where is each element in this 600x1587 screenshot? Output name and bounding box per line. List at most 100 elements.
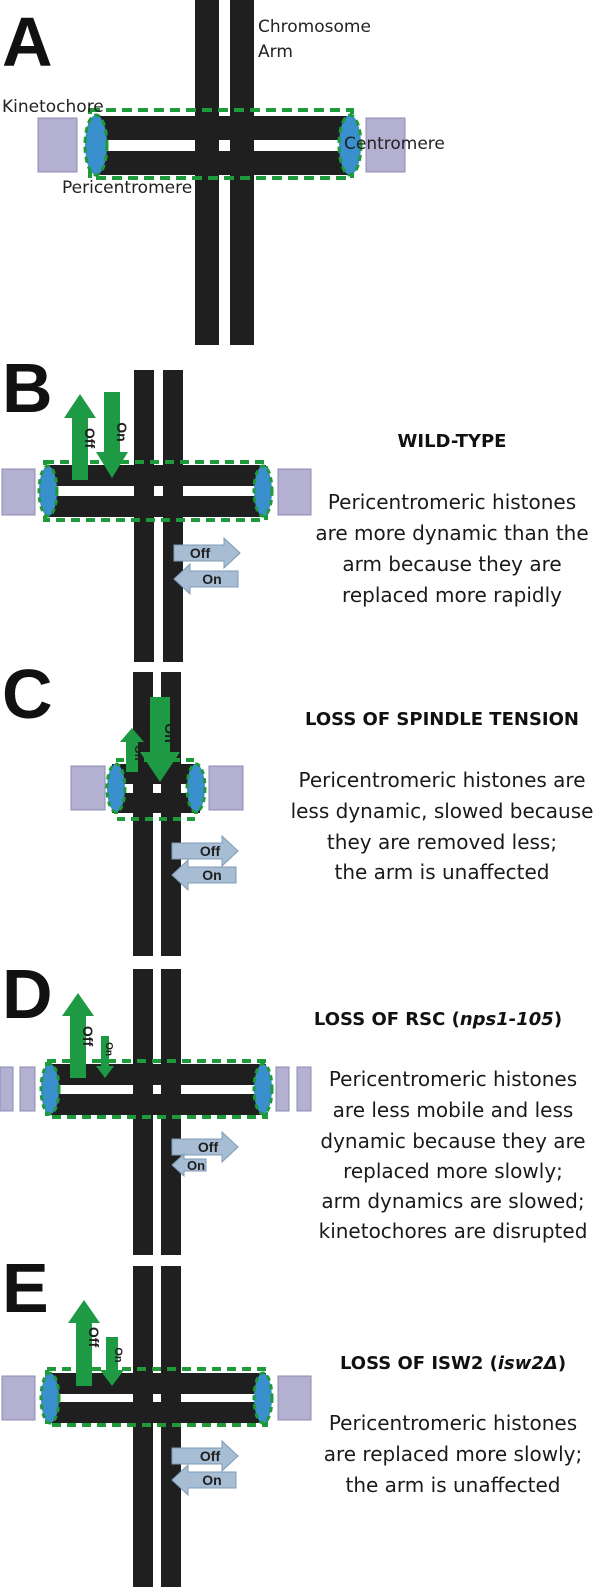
kinetochore-left [1,1375,36,1421]
chromosome-arm-label-line2: Arm [258,42,293,62]
panel-a: A Chromosome Arm Kinetochore Centromere … [2,0,445,345]
panel-b-description-line: Pericentromeric histones [328,490,576,514]
kinetochore-right [277,468,312,516]
arm-on-arrow [171,858,237,892]
panel-c: C Off On Off On LOSS OF SPINDLE TENSION … [2,655,593,956]
kinetochore-right-fragment [296,1066,312,1112]
panel-e-description-line: the arm is unaffected [345,1473,560,1497]
panel-b-description-line: are more dynamic than the [315,521,588,545]
pericentromere-bottom-chromatid [50,1402,266,1423]
panel-d-description-line: kinetochores are disrupted [319,1219,588,1243]
pericentromere-off-arrow [62,993,94,1078]
arm-off-label: Off [200,1448,221,1464]
panel-d-description-line: are less mobile and less [333,1098,574,1122]
pericentromere-off-arrow [68,1300,100,1386]
panel-a-letter: A [2,3,53,81]
panel-b-description-line: replaced more rapidly [342,583,562,607]
panel-d-description-line: arm dynamics are slowed; [321,1189,584,1213]
pericentromere-off-label: Off [82,428,98,449]
arm-on-label: On [202,1472,221,1488]
panel-e-description-line: are replaced more slowly; [324,1442,583,1466]
centromere-left [39,1062,61,1116]
arm-off-arrow [173,536,241,570]
arm-off-label: Off [200,843,221,859]
panel-d-letter: D [2,955,53,1033]
pericentromere-off-arrow [120,728,144,772]
pericentromere-off-arrow [64,394,96,480]
centromere-right [185,762,207,814]
arm-off-label: Off [198,1139,219,1155]
pericentromere-top-chromatid [98,116,353,140]
pericentromere-on-label: On [112,1347,124,1363]
panel-c-description-line: they are removed less; [327,830,557,854]
panel-e-description-line: Pericentromeric histones [329,1411,577,1435]
pericentromere-on-label: On [114,422,130,441]
panel-b: B Off On Off On WILD-TYPE Pericentromeri… [1,349,589,662]
pericentromere-on-arrow [100,1337,124,1386]
centromere-left [105,762,127,814]
arm-on-label: On [202,867,221,883]
pericentromere-on-label: On [162,723,178,742]
pericentromere-label: Pericentromere [62,178,192,198]
panel-e-letter: E [2,1249,49,1327]
arm-off-label: Off [190,545,211,561]
arm-on-label: On [202,571,221,587]
kinetochore-label: Kinetochore [2,97,104,117]
pericentromere-bottom-chromatid [112,793,200,813]
kinetochore-right [208,765,244,811]
panel-d-description-line: dynamic because they are [320,1129,585,1153]
pericentromere-on-arrow [96,392,128,478]
pericentromere-on-arrow [140,697,180,782]
panel-c-letter: C [2,655,53,733]
pericentromere-top-chromatid [50,1373,266,1394]
centromere-right [252,464,274,518]
pericentromere-top-chromatid [48,465,266,486]
pericentromere-bottom-chromatid [98,151,353,175]
panel-c-heading: LOSS OF SPINDLE TENSION [305,709,579,730]
pericentromere-off-label: Off [80,1026,96,1047]
panel-d: D Off On Off On LOSS OF RSC (nps1-105) P… [0,955,587,1255]
centromere-right [337,113,363,177]
arm-off-arrow [171,834,239,868]
panel-c-description-line: the arm is unaffected [334,860,549,884]
panel-d-description-line: Pericentromeric histones [329,1067,577,1091]
centromere-left [37,464,59,518]
kinetochore-left [1,468,36,516]
panel-b-description-line: arm because they are [342,552,561,576]
kinetochore-left [37,117,78,173]
panel-d-heading: LOSS OF RSC (nps1-105) [314,1009,562,1030]
arm-on-arrow [173,562,239,596]
panel-e-heading: LOSS OF ISW2 (isw2Δ) [340,1353,566,1374]
panel-c-description-line: Pericentromeric histones are [298,768,585,792]
centromere-right [252,1062,274,1116]
arm-off-arrow [171,1130,239,1164]
chromosome-arm-right-chromatid [161,1266,181,1587]
panel-b-letter: B [2,349,53,427]
kinetochore-right [365,117,406,173]
chromosome-arm-label-line1: Chromosome [258,17,371,37]
arm-off-arrow [171,1439,239,1473]
arm-on-arrow [171,1152,207,1178]
panel-e: E Off On Off On LOSS OF ISW2 (isw2Δ) Per… [1,1249,583,1587]
arm-on-arrow [171,1463,237,1497]
pericentromere-on-arrow [96,1036,114,1078]
kinetochore-left-fragment [0,1066,14,1112]
kinetochore-right-fragment [275,1066,290,1112]
pericentromere-bottom-chromatid [48,496,266,517]
panel-b-heading: WILD-TYPE [398,431,507,452]
panel-c-description-line: less dynamic, slowed because [291,799,594,823]
centromere-left [39,1371,61,1425]
kinetochore-right [277,1375,312,1421]
arm-on-label: On [187,1158,205,1173]
centromere-left [83,113,109,177]
centromere-label: Centromere [344,134,445,154]
pericentromere-on-label: On [103,1042,114,1056]
pericentromere-bottom-chromatid [50,1094,266,1115]
panel-d-description-line: replaced more slowly; [343,1159,563,1183]
pericentromere-off-label: Off [86,1327,102,1348]
pericentromere-off-label: Off [132,745,144,761]
kinetochore-left [70,765,106,811]
kinetochore-left-fragment [19,1066,36,1112]
centromere-right [252,1371,274,1425]
